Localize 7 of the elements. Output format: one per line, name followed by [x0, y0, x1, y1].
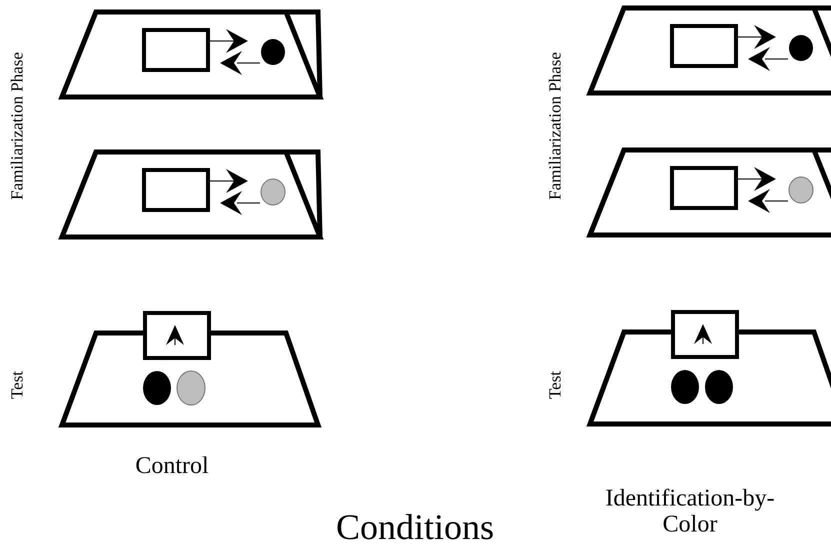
row-label: Familiarization Phase — [546, 52, 566, 200]
row-label: Test — [8, 370, 28, 400]
row-label: Familiarization Phase — [8, 52, 28, 200]
condition-label: Identification-by-Color — [605, 486, 775, 538]
condition-label: Control — [135, 452, 209, 480]
row-label: Test — [546, 370, 566, 400]
axis-title: Conditions — [336, 508, 494, 548]
